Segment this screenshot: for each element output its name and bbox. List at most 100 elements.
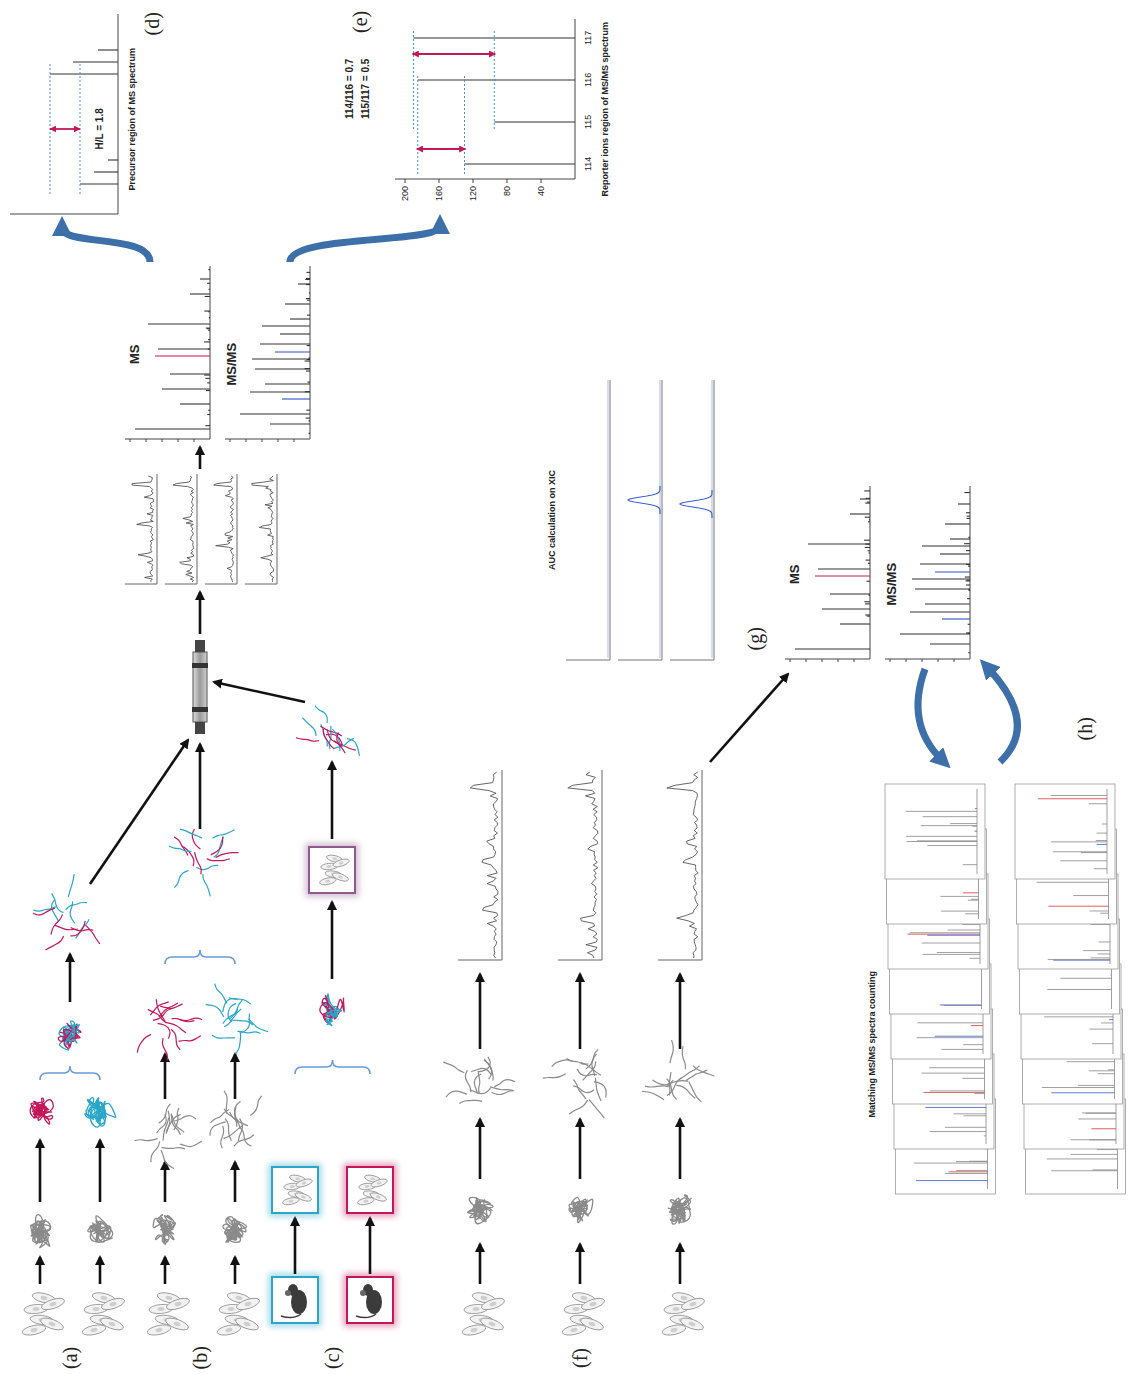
- ms-spectrum: [922, 659, 923, 662]
- flow-arrow: [99, 1257, 102, 1284]
- spectrum-card: [921, 825, 977, 826]
- plot-title: Matching MS/MS spectra counting: [867, 971, 878, 1118]
- axis-tick: 117: [583, 31, 594, 45]
- cell-culture: [216, 1323, 241, 1337]
- spectrum-card: [1037, 882, 1109, 883]
- peptide-mix: [443, 1062, 464, 1073]
- ms-spectrum: [307, 272, 310, 273]
- ms-spectrum: [867, 502, 870, 503]
- reporter-peaks: [494, 121, 575, 122]
- xic-trace: [670, 380, 714, 660]
- sample-box: [309, 847, 355, 893]
- cell-culture: [561, 1323, 586, 1337]
- spectrum-card: [941, 1049, 983, 1050]
- panel-letter: (e): [348, 11, 372, 33]
- precursor-peaks: [80, 183, 118, 184]
- ms-spectrum: [790, 659, 791, 662]
- cell-culture: [40, 1296, 66, 1312]
- cell-culture: [21, 1291, 65, 1337]
- lc-column: [193, 652, 207, 722]
- spectrum-card: [885, 784, 985, 879]
- flow-arrow: [710, 674, 788, 762]
- cell-culture: [40, 1295, 48, 1301]
- plot-title: AUC calculation on XIC: [547, 470, 558, 570]
- peptide-mix: [327, 729, 342, 746]
- chromatogram: [173, 476, 194, 582]
- ms-spectrum: [866, 581, 870, 582]
- ms-spectrum: [865, 543, 870, 544]
- ms-spectrum: [125, 266, 210, 439]
- cell-culture: [225, 1327, 233, 1332]
- spectrum-card: [925, 1107, 986, 1108]
- chromatogram: [252, 476, 274, 582]
- cell-culture: [109, 1301, 117, 1307]
- cell-culture: [689, 1301, 697, 1307]
- cell-culture: [282, 1174, 313, 1206]
- peptide-mix: [212, 1035, 235, 1038]
- flow-arrow: [164, 1162, 167, 1202]
- flow-arrow: [679, 1119, 682, 1179]
- cell-culture: [235, 1295, 243, 1301]
- cell-culture: [100, 1295, 108, 1301]
- chromatogram: [558, 770, 602, 960]
- ms-spectrum: [866, 560, 870, 561]
- xic-trace: [566, 380, 610, 660]
- ms-spectrum: [290, 318, 310, 319]
- peptide-mix: [235, 1107, 240, 1129]
- cell-culture: [357, 1174, 388, 1206]
- box-glow: [309, 847, 355, 893]
- ms-spectrum: [966, 550, 970, 551]
- peptide-mix: [175, 1116, 196, 1121]
- flow-arrow: [164, 1054, 167, 1099]
- xic-trace: [608, 380, 609, 658]
- flow-arrow: [579, 1244, 582, 1284]
- cell-culture: [301, 1181, 307, 1185]
- spectrum-card: [927, 935, 980, 936]
- lc-column: [195, 640, 205, 652]
- cell-culture: [146, 1323, 171, 1337]
- ms-spectrum: [308, 420, 310, 421]
- peptide-mix: [552, 1060, 573, 1067]
- peptide-mix: [221, 1126, 224, 1148]
- ratio-text: 115/117 = 0.5: [360, 59, 372, 119]
- flow-arrow: [214, 682, 305, 702]
- ms-spectrum: [868, 563, 870, 564]
- merge-bracket: [165, 950, 235, 964]
- cell-culture: [338, 861, 344, 865]
- spectrum-card: [1091, 1128, 1116, 1129]
- spectrum-label: MS: [127, 345, 143, 365]
- cell-culture: [165, 1296, 191, 1312]
- flow-arrow: [234, 1257, 237, 1284]
- chromatogram: [132, 476, 153, 582]
- level-line: [464, 74, 465, 174]
- ms-spectrum: [194, 439, 195, 442]
- ms-spectrum: [262, 439, 263, 442]
- peptide-mix: [642, 1040, 714, 1102]
- ms-spectrum: [209, 269, 210, 270]
- mouse-icon: [281, 1284, 307, 1318]
- peptide-mix: [171, 1029, 180, 1049]
- peptide-mix: [169, 829, 239, 896]
- ms-spectrum: [306, 371, 310, 372]
- spectrum-card: [1086, 1113, 1116, 1114]
- peptide-mix: [645, 1086, 669, 1087]
- ms-spectrum: [205, 296, 210, 297]
- ms-spectrum: [178, 439, 179, 442]
- ratio-text: H/L = 1.8: [94, 108, 106, 149]
- chromatogram: [470, 772, 498, 958]
- cell-culture: [243, 1321, 251, 1327]
- flow-arrow: [69, 954, 72, 1002]
- ms-spectrum: [298, 283, 310, 284]
- xic-trace: [566, 380, 610, 660]
- ms-spectrum: [938, 659, 939, 662]
- peptide-mix: [224, 1109, 237, 1127]
- protein-blob: [468, 1197, 493, 1223]
- ms-spectrum: [282, 398, 310, 399]
- cell-culture: [174, 1301, 182, 1307]
- cell-culture: [288, 1199, 293, 1203]
- chromatogram: [458, 770, 502, 960]
- chromatogram: [458, 770, 502, 960]
- ms-spectrum: [822, 659, 823, 662]
- chromatogram: [214, 476, 234, 582]
- flow-arrow: [479, 1119, 482, 1179]
